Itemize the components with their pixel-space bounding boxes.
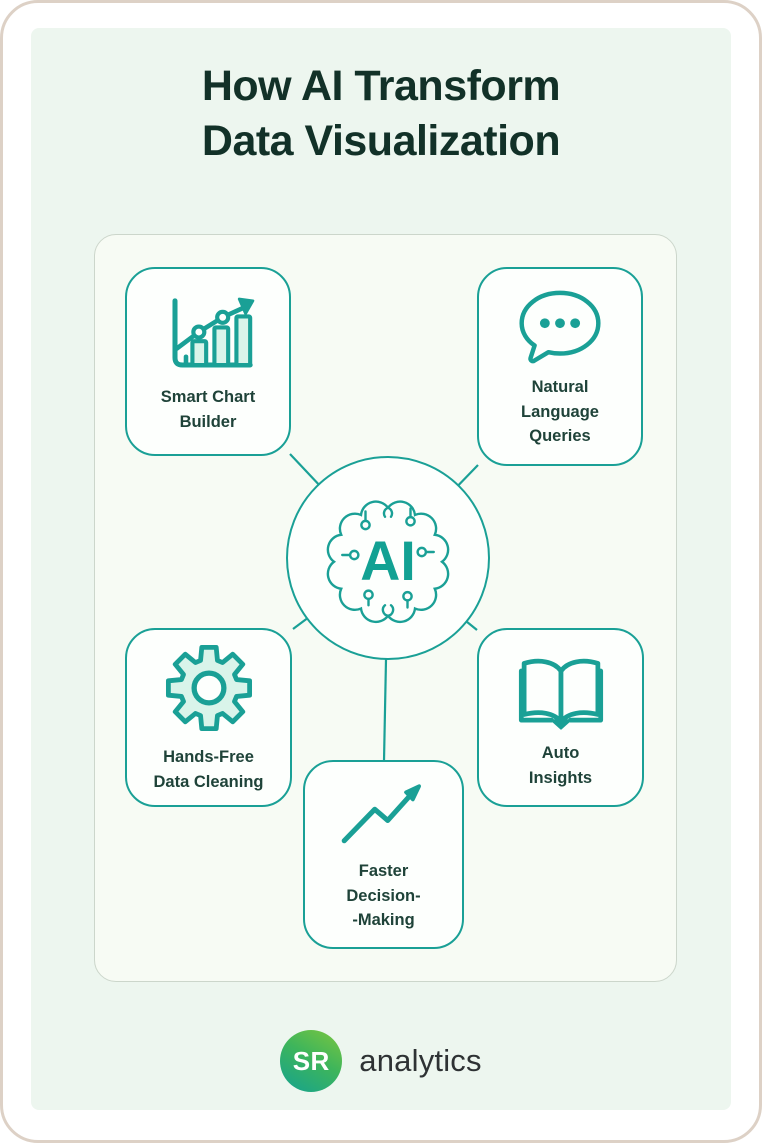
title-line-2: Data Visualization (201, 117, 561, 166)
ai-hub-circle: AI (286, 456, 490, 660)
trend-arrow-icon (341, 784, 421, 844)
ai-label: AI (360, 530, 416, 592)
gear-icon (165, 645, 252, 732)
brain-circuit-icon: AI (326, 500, 450, 624)
card-natural-language-queries: Natural Language Queries (477, 267, 643, 466)
sr-logo-circle: SR (280, 1030, 343, 1092)
logo-monogram: SR (292, 1045, 330, 1076)
bar-chart-trend-icon (172, 297, 255, 368)
footer-logo: SR analytics (3, 1030, 759, 1092)
card-label: Faster Decision- -Making (346, 861, 421, 930)
card-label: Natural Language Queries (521, 377, 599, 446)
card-label: Smart Chart Builder (160, 388, 256, 431)
title-line-1: How AI Transform (201, 62, 561, 110)
card-hands-free-data-cleaning: Hands-Free Data Cleaning (125, 628, 292, 807)
open-book-icon (518, 659, 603, 730)
brand-name: analytics (359, 1043, 482, 1078)
speech-bubble-icon (519, 290, 601, 364)
page-title: How AI Transform Data Visualization (3, 59, 759, 169)
card-label: Auto Insights (528, 744, 593, 787)
card-smart-chart-builder: Smart Chart Builder (125, 267, 291, 456)
card-label: Hands-Free Data Cleaning (153, 748, 264, 791)
card-auto-insights: Auto Insights (477, 628, 644, 807)
card-faster-decision-making: Faster Decision- -Making (303, 760, 464, 949)
